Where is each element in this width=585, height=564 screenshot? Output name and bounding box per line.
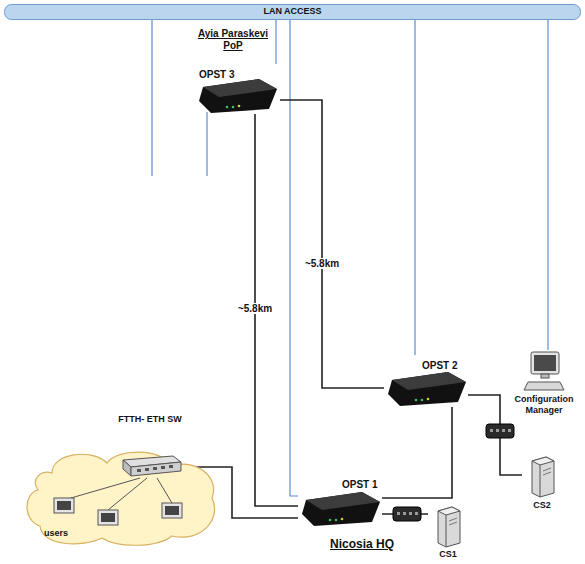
opst-device: OPST 1 bbox=[298, 474, 382, 529]
fibre-link bbox=[280, 100, 384, 388]
opst-device: OPST 3 bbox=[195, 64, 280, 114]
configuration-manager-pc: Configuration Manager bbox=[506, 350, 584, 422]
server-icon bbox=[526, 455, 556, 499]
lan-link bbox=[547, 20, 548, 350]
opst-icon bbox=[386, 370, 468, 407]
small-switch bbox=[393, 507, 421, 521]
distance-label: ~5.8km bbox=[303, 258, 341, 269]
server: CS2 bbox=[522, 455, 564, 513]
node-label: OPST 2 bbox=[422, 360, 458, 372]
lan-link bbox=[290, 20, 298, 496]
server: CS1 bbox=[428, 505, 470, 561]
node-label: CS1 bbox=[428, 549, 468, 560]
node-label: CS2 bbox=[522, 500, 562, 511]
server-icon bbox=[432, 505, 462, 549]
node-label: users bbox=[44, 528, 68, 539]
node-label: LAN ACCESS bbox=[4, 6, 581, 17]
lan-link bbox=[275, 20, 276, 64]
swbig-icon bbox=[119, 454, 183, 478]
opst-icon bbox=[300, 490, 382, 527]
ftth-switch: FTTH- ETH SW bbox=[117, 414, 185, 478]
node-label: FTTH- ETH SW bbox=[117, 414, 183, 425]
small-switch bbox=[486, 424, 514, 438]
node-label: Configuration Manager bbox=[506, 394, 582, 416]
opst-icon bbox=[197, 77, 279, 114]
lan-link bbox=[414, 20, 415, 355]
lan-drop bbox=[151, 20, 152, 176]
pc-icon bbox=[522, 350, 566, 392]
site-label: Nicosia HQ bbox=[330, 537, 420, 551]
opst-device: OPST 2 bbox=[384, 355, 468, 407]
users-cloud: usersFTTH- ETH SW bbox=[22, 448, 222, 548]
fibre-link bbox=[382, 407, 452, 498]
distance-label: ~5.8km bbox=[236, 303, 274, 314]
site-label: Ayia Paraskevi PoP bbox=[188, 28, 278, 52]
lan-drop bbox=[206, 112, 207, 176]
node-label: OPST 1 bbox=[342, 479, 378, 491]
node-label: OPST 3 bbox=[199, 69, 235, 81]
fibre-link bbox=[468, 395, 522, 475]
lan-access-band: LAN ACCESS bbox=[4, 4, 583, 20]
